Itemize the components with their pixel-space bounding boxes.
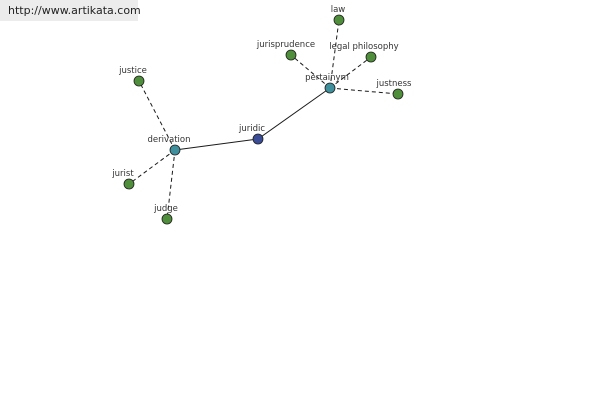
label-legal-philosophy: legal philosophy [329, 42, 398, 52]
edge-pertainym-law [329, 19, 340, 89]
node-justice[interactable] [133, 75, 145, 87]
label-pertainym: pertainym [305, 73, 349, 83]
edge-center-derivation [174, 138, 259, 151]
node-law[interactable] [333, 14, 345, 26]
graph-labels: juridic derivation pertainym justice jur… [111, 5, 412, 214]
label-jurisprudence: jurisprudence [256, 40, 315, 50]
node-jurist[interactable] [123, 178, 135, 190]
edge-derivation-justice [138, 80, 176, 151]
graph-edges [128, 19, 399, 220]
label-judge: judge [153, 204, 178, 214]
edge-pertainym-justness [329, 87, 399, 95]
edge-derivation-jurist [128, 149, 176, 185]
node-pertainym[interactable] [324, 82, 336, 94]
label-jurist: jurist [111, 169, 134, 179]
node-judge[interactable] [161, 213, 173, 225]
edge-derivation-judge [166, 149, 176, 220]
edge-pertainym-legal-philosophy [329, 56, 372, 89]
source-url-link[interactable]: http://www.artikata.com [0, 0, 141, 21]
node-legal-philosophy[interactable] [365, 51, 377, 63]
graph-nodes [123, 14, 404, 225]
label-justness: justness [376, 79, 413, 89]
label-law: law [331, 5, 346, 15]
edge-center-pertainym [257, 87, 331, 140]
node-jurisprudence[interactable] [285, 49, 297, 61]
label-justice: justice [118, 66, 147, 76]
label-derivation: derivation [147, 135, 190, 145]
label-juridic: juridic [238, 124, 265, 134]
node-justness[interactable] [392, 88, 404, 100]
edge-pertainym-jurisprudence [290, 54, 331, 89]
node-juridic[interactable] [252, 133, 264, 145]
node-derivation[interactable] [169, 144, 181, 156]
